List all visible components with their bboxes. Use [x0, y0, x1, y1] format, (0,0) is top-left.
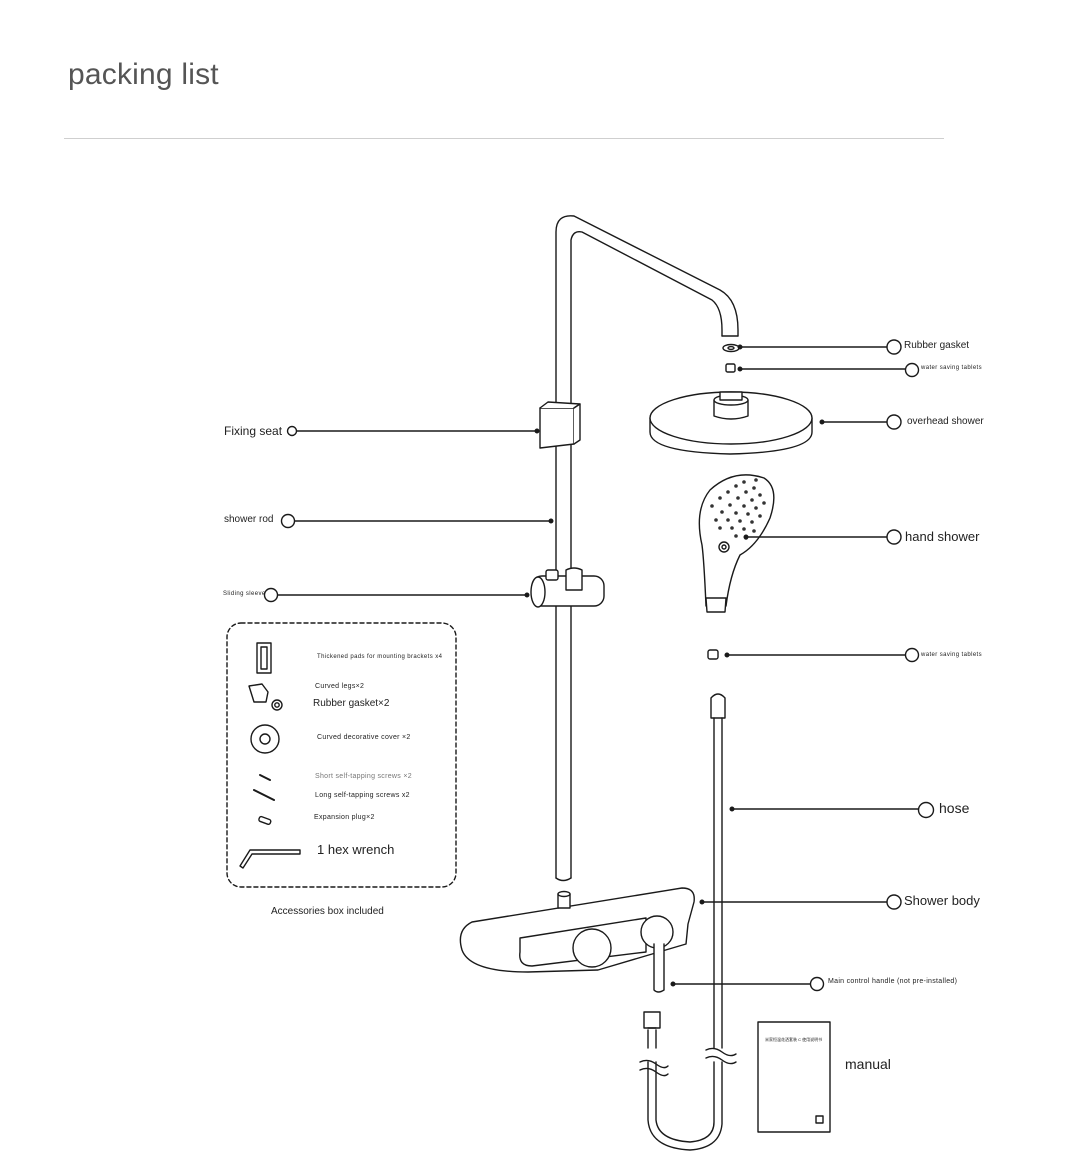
title-divider [64, 138, 944, 139]
accessory-item-decorative-cover: Curved decorative cover ×2 [317, 734, 411, 741]
label-overhead-shower: overhead shower [907, 416, 984, 427]
accessory-item-rubber-gasket: Rubber gasket×2 [313, 698, 390, 709]
accessories-caption: Accessories box included [271, 906, 384, 917]
label-water-saving-tablets-mid: water saving tablets [921, 652, 983, 658]
accessory-item-expansion-plug: Expansion plug×2 [314, 814, 375, 821]
overhead-shower-illustration [649, 391, 813, 455]
rubber-gasket-illustration [722, 343, 740, 353]
label-water-saving-tablets-top: water saving tablets [921, 365, 983, 371]
right-leaders [670, 339, 935, 992]
fixing-seat-illustration [539, 401, 581, 449]
label-sliding-sleeve: Sliding sleeve [223, 591, 266, 597]
accessory-item-hex-wrench: 1 hex wrench [317, 842, 395, 857]
label-hose: hose [939, 800, 970, 816]
sliding-sleeve-illustration [530, 567, 605, 608]
accessories-box [226, 622, 457, 888]
water-saving-tablet-illustration-2 [707, 649, 719, 660]
hose-illustration [639, 693, 737, 1151]
shower-body-illustration [459, 887, 695, 993]
accessory-item-thickened-pads: Thickened pads for mounting brackets x4 [317, 654, 443, 660]
accessory-item-short-screws: Short self-tapping screws ×2 [315, 773, 412, 780]
manual-illustration [757, 1021, 831, 1133]
manual-cover-title: 米家恒温花洒套装 C 使用说明书 [765, 1037, 823, 1042]
accessory-icons [239, 642, 301, 869]
hand-shower-illustration [698, 474, 775, 613]
label-hand-shower: hand shower [905, 529, 980, 544]
left-leaders [263, 425, 554, 603]
shower-rod-illustration [555, 215, 739, 882]
label-shower-rod: shower rod [224, 514, 274, 525]
accessory-item-curved-legs: Curved legs×2 [315, 683, 365, 690]
label-manual: manual [845, 1056, 891, 1072]
page-title: packing list [68, 58, 219, 91]
accessory-item-long-screws: Long self-tapping screws x2 [315, 792, 410, 799]
label-shower-body: Shower body [904, 893, 980, 908]
label-fixing-seat: Fixing seat [224, 424, 283, 438]
label-main-control-handle: Main control handle (not pre-installed) [828, 978, 958, 985]
water-saving-tablet-illustration [725, 363, 736, 373]
label-rubber-gasket: Rubber gasket [904, 340, 970, 351]
